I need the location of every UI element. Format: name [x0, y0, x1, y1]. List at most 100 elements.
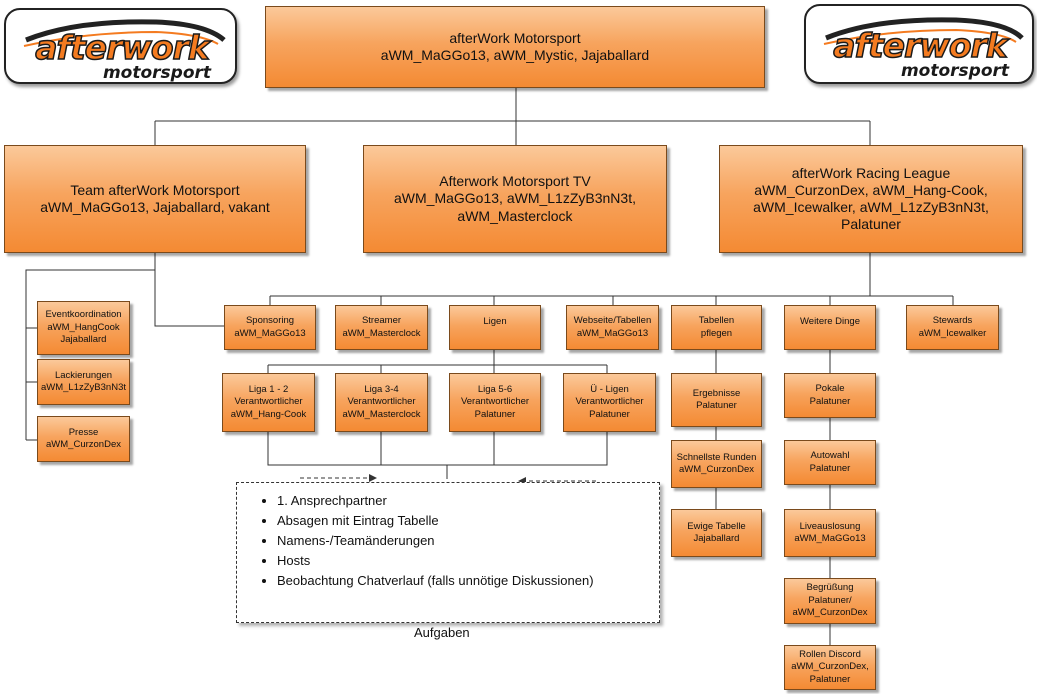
node-line: pflegen [700, 327, 733, 339]
task-item: Namens-/Teamänderungen [277, 531, 659, 551]
node-line: aWM_CurzonDex [679, 464, 754, 475]
node-fastest-laps: Schnellste Runden aWM_CurzonDex [671, 440, 762, 488]
node-line: Verantwortlicher [234, 396, 303, 408]
node-discord-roles: Rollen Discord aWM_CurzonDex, Palatuner [784, 645, 876, 690]
node-results: Ergebnisse Palatuner [671, 373, 762, 427]
node-line: Verantwortlicher [460, 396, 530, 408]
node-team: Team afterWork Motorsport aWM_MaGGo13, J… [4, 145, 306, 253]
node-line: Palatuner [809, 673, 851, 685]
node-line: Schnellste Runden [676, 451, 757, 463]
afterwork-logo-icon [23, 19, 226, 47]
node-line: Weitere Dinge [799, 316, 861, 327]
node-line: Sponsoring [245, 315, 295, 327]
afterwork-logo-icon [823, 17, 1024, 45]
node-line: Palatuner [474, 408, 516, 420]
tasks-list: 1. Ansprechpartner Absagen mit Eintrag T… [237, 483, 659, 591]
logo-right-text: afterwork motorsport [833, 26, 1010, 81]
node-members: aWM_Icewalker, aWM_L1zZyB3nN3t, [753, 199, 989, 215]
node-liga-5-6: Liga 5-6 Verantwortlicher Palatuner [449, 373, 541, 432]
node-line: aWM_MaGGo13 [234, 327, 306, 339]
node-streamer: Streamer aWM_Masterclock [335, 305, 428, 350]
tasks-box: 1. Ansprechpartner Absagen mit Eintrag T… [236, 482, 660, 623]
node-line: aWM_L1zZyB3nN3t [40, 382, 126, 393]
node-line: Palatuner [809, 462, 851, 474]
node-line: Tabellen [698, 315, 735, 327]
node-car-choice: Autowahl Palatuner [784, 440, 876, 485]
logo-right: afterwork motorsport [804, 4, 1034, 84]
node-line: aWM_HangCook [47, 321, 120, 333]
node-line: Jajaballard [693, 533, 740, 544]
node-line: Liveauslosung [799, 520, 861, 532]
node-paint: Lackierungen aWM_L1zZyB3nN3t [37, 359, 130, 405]
node-line: Begrüßung [806, 582, 854, 594]
node-line: aWM_CurzonDex, [791, 661, 869, 673]
node-line: aWM_Masterclock [342, 327, 421, 339]
node-line: aWM_Masterclock [342, 408, 421, 420]
node-ue-ligen: Ü - Ligen Verantwortlicher Palatuner [563, 373, 656, 432]
node-line: Ü - Ligen [590, 383, 629, 395]
node-line: Liga 3-4 [364, 383, 399, 395]
node-cups: Pokale Palatuner [784, 373, 876, 418]
node-line: Ligen [483, 316, 507, 327]
node-members: aWM_CurzonDex, aWM_Hang-Cook, [754, 181, 988, 198]
node-title: Afterwork Motorsport TV [439, 173, 591, 190]
node-line: Liga 5-6 [477, 383, 513, 395]
node-members: Palatuner [841, 216, 901, 233]
node-members: aWM_MaGGo13, aWM_Mystic, Jajaballard [380, 47, 650, 63]
node-event-coordination: Eventkoordination aWM_HangCook Jajaballa… [37, 301, 130, 355]
node-line: Eventkoordination [45, 309, 122, 321]
node-line: Ewige Tabelle [687, 520, 746, 532]
node-line: Presse [68, 426, 99, 438]
node-line: aWM_CurzonDex [46, 439, 121, 450]
node-line: aWM_Hang-Cook [230, 408, 307, 420]
node-line: Autowahl [810, 450, 850, 462]
task-item: Hosts [277, 551, 659, 571]
node-line: aWM_CurzonDex [792, 607, 868, 619]
task-item: 1. Ansprechpartner [277, 491, 659, 511]
node-line: Ergebnisse [692, 387, 741, 399]
node-line: Lackierungen [54, 369, 113, 381]
task-item: Absagen mit Eintrag Tabelle [277, 511, 659, 531]
node-line: Palatuner [589, 408, 630, 420]
node-line: Streamer [361, 315, 402, 327]
node-live-draw: Liveauslosung aWM_MaGGo13 [784, 509, 876, 557]
node-stewards: Stewards aWM_Icewalker [906, 305, 999, 350]
node-website: Webseite/Tabellen aWM_MaGGo13 [566, 305, 659, 350]
task-item: Beobachtung Chatverlauf (falls unnötige … [277, 571, 659, 591]
node-more: Weitere Dinge [784, 305, 876, 350]
node-liga-3-4: Liga 3-4 Verantwortlicher aWM_Mastercloc… [335, 373, 428, 432]
tasks-label: Aufgaben [414, 625, 470, 640]
node-ligen: Ligen [449, 305, 541, 350]
node-eternal-table: Ewige Tabelle Jajaballard [671, 509, 762, 557]
node-members: aWM_Masterclock [457, 207, 573, 224]
node-tables: Tabellen pflegen [671, 305, 762, 350]
node-line: Pokale [815, 383, 845, 395]
node-title: Team afterWork Motorsport [70, 181, 240, 198]
node-line: aWM_Icewalker [918, 327, 987, 339]
node-welcome: Begrüßung Palatuner/ aWM_CurzonDex [784, 578, 876, 624]
node-members: aWM_MaGGo13, aWM_L1zZyB3nN3t, [394, 190, 636, 207]
node-line: aWM_MaGGo13 [794, 533, 866, 544]
node-line: Webseite/Tabellen [573, 315, 652, 327]
node-line: aWM_MaGGo13 [576, 327, 649, 339]
node-line: Jajaballard [60, 334, 107, 346]
node-line: Verantwortlicher [575, 396, 644, 408]
node-line: Palatuner [809, 395, 851, 407]
node-liga-1-2: Liga 1 - 2 Verantwortlicher aWM_Hang-Coo… [222, 373, 315, 432]
node-line: Stewards [932, 315, 973, 327]
logo-left-text: afterwork motorsport [35, 28, 212, 83]
node-title: afterWork Motorsport [449, 29, 581, 46]
node-sponsoring: Sponsoring aWM_MaGGo13 [224, 305, 316, 350]
node-line: Palatuner/ [808, 594, 852, 606]
node-title: afterWork Racing League [791, 164, 951, 181]
node-press: Presse aWM_CurzonDex [37, 416, 130, 462]
node-tv: Afterwork Motorsport TV aWM_MaGGo13, aWM… [363, 145, 667, 253]
logo-left: afterwork motorsport [4, 8, 237, 84]
node-line: Palatuner [696, 400, 737, 411]
node-line: Liga 1 - 2 [248, 383, 289, 395]
node-root: afterWork Motorsport aWM_MaGGo13, aWM_My… [265, 6, 765, 88]
node-league: afterWork Racing League aWM_CurzonDex, a… [719, 145, 1023, 253]
node-members: aWM_MaGGo13, Jajaballard, vakant [40, 199, 270, 215]
node-line: Rollen Discord [799, 648, 861, 660]
